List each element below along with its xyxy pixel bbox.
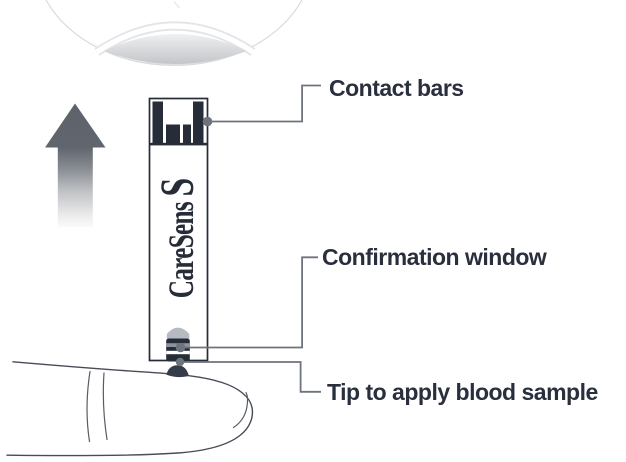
label-contact-bars: Contact bars <box>329 75 464 101</box>
up-arrow-icon <box>45 103 106 227</box>
strip-brand-name: CareSens <box>161 202 201 299</box>
strip-brand-label: CareSens S <box>151 161 204 315</box>
blood-drop-icon <box>166 365 189 378</box>
connector-dots <box>175 116 213 367</box>
meter-dome-edge <box>45 0 303 66</box>
leader-line-contact-bars <box>207 84 321 123</box>
meter-dome-illustration <box>45 0 303 66</box>
contact-section-divider <box>149 142 208 146</box>
connector-dot-contact-bars <box>202 116 213 127</box>
leader-lines <box>180 84 321 393</box>
strip-port-rim-highlight <box>95 23 255 55</box>
meter-seam <box>173 0 181 9</box>
knuckle-crease-right <box>102 372 108 441</box>
confirmation-window-part <box>166 350 190 355</box>
finger-outline <box>6 361 254 457</box>
label-confirmation-window: Confirmation window <box>322 244 547 270</box>
tip-wedge <box>166 327 190 339</box>
connector-dot-tip <box>175 357 185 367</box>
connector-dot-confirmation-window <box>175 342 186 353</box>
strip-port-opening <box>104 34 247 64</box>
contact-bars-pattern <box>149 101 208 146</box>
finger-illustration <box>6 361 254 457</box>
leader-line-tip <box>180 361 321 393</box>
fingernail <box>232 391 249 429</box>
finger-fill <box>7 361 253 456</box>
label-tip-apply-blood: Tip to apply blood sample <box>327 379 598 405</box>
strip-model-letter: S <box>151 177 204 197</box>
leader-line-confirmation-window <box>180 256 318 349</box>
knuckle-crease-left <box>86 370 91 443</box>
